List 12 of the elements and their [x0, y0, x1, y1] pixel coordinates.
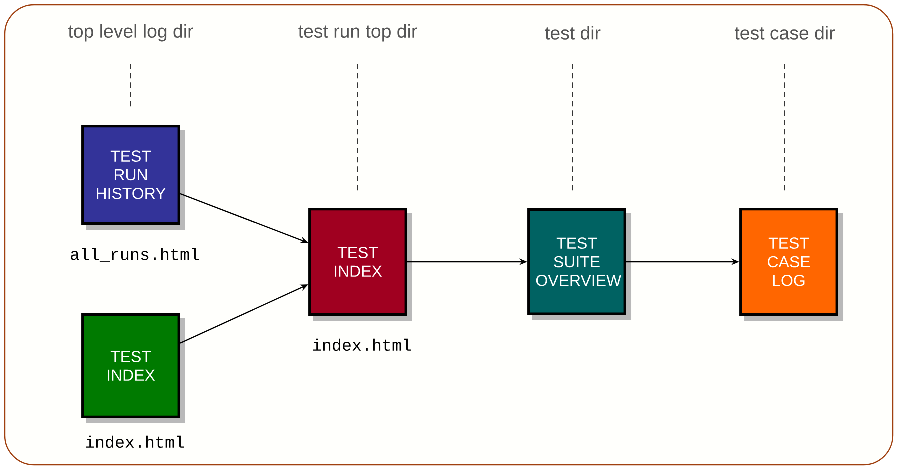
process-box: TEST SUITE OVERVIEW — [528, 208, 632, 320]
process-box: TEST INDEX — [82, 313, 186, 424]
file-name: index.html — [86, 436, 184, 448]
process-box: TEST CASE LOG — [740, 208, 844, 321]
process-box: TEST INDEX — [308, 208, 412, 321]
column-heading: test case dir — [734, 26, 835, 40]
file-name: index.html — [313, 338, 412, 352]
column-heading: top level log dir — [68, 24, 194, 42]
process-box: TEST RUN HISTORY — [82, 125, 186, 230]
column-heading: test run top dir — [298, 24, 418, 42]
file-name: all_runs.html — [71, 248, 200, 262]
column-heading: test dir — [545, 26, 601, 40]
